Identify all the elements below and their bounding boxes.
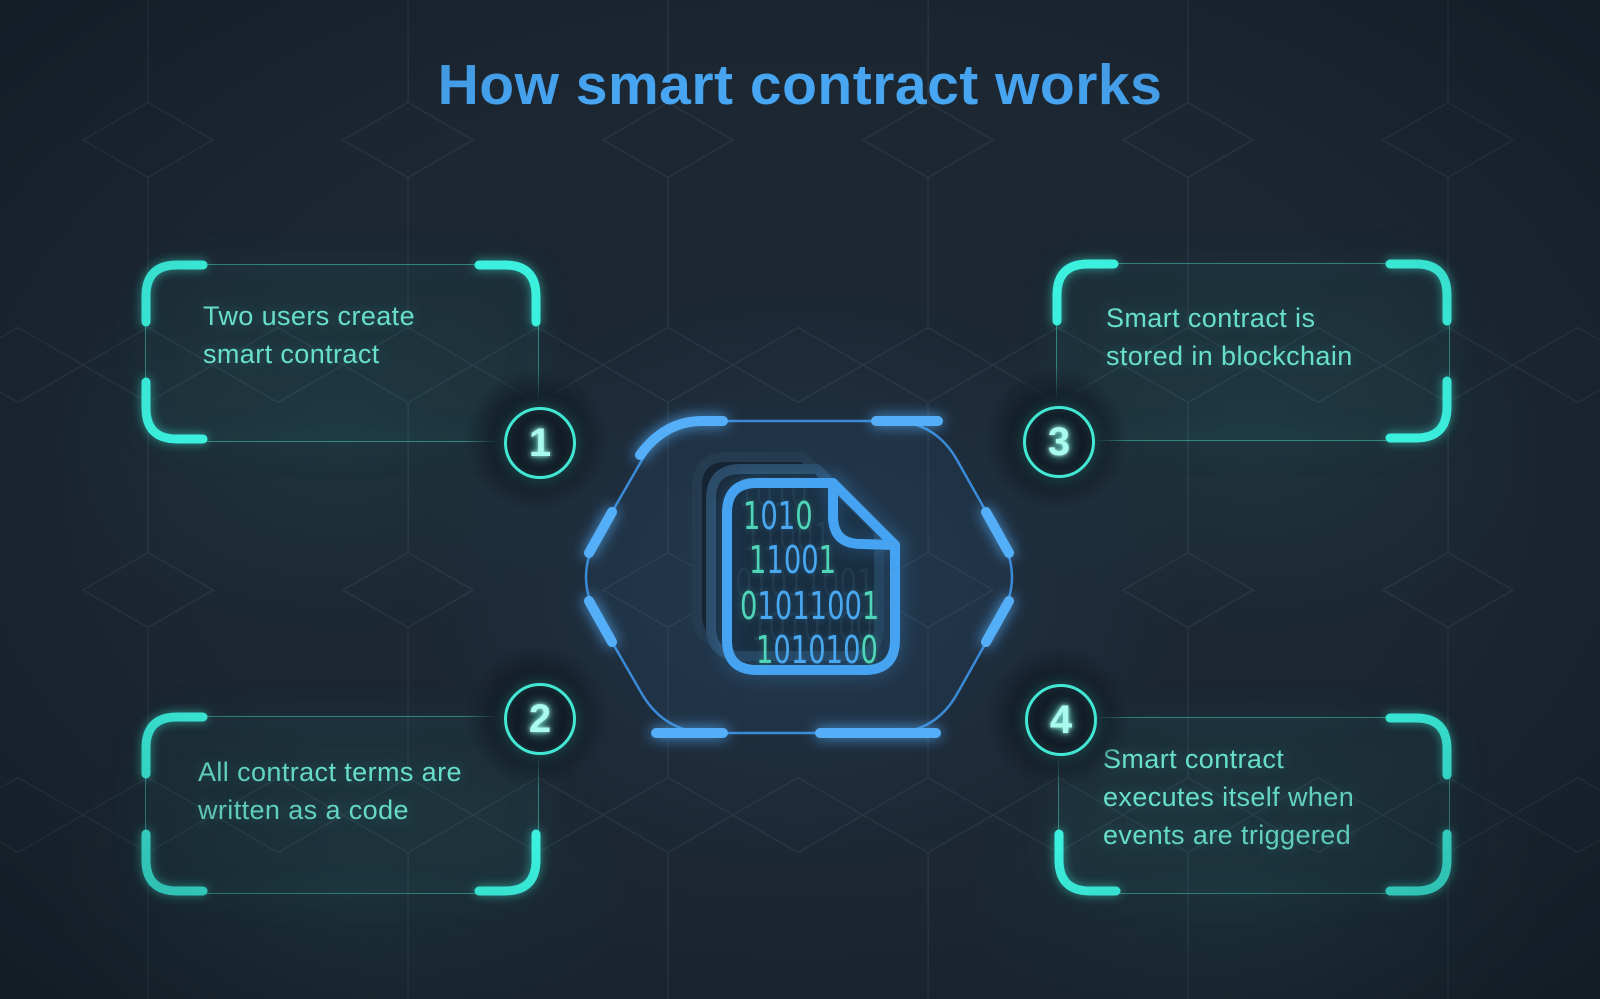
step-2-badge: 2 xyxy=(504,683,576,755)
binary-ghost-row: 11001 xyxy=(744,515,831,560)
step-2-text: All contract terms are written as a code xyxy=(198,757,462,825)
step-1-text: Two users create smart contract xyxy=(203,301,415,369)
step-4-text: Smart contract executes itself when even… xyxy=(1103,744,1355,850)
binary-ghost-row: 1010100 xyxy=(751,605,873,650)
corner-brackets xyxy=(141,260,540,443)
step-3-badge: 3 xyxy=(1023,406,1095,478)
step-4-badge: 4 xyxy=(1025,684,1097,756)
corner-brackets xyxy=(1054,713,1451,895)
document-fold-corner xyxy=(828,478,900,550)
binary-code-row: 01011001 xyxy=(740,584,880,628)
hexagon-glow-dashes xyxy=(584,416,1014,738)
binary-code-row: 1010 xyxy=(743,494,813,538)
page-title: How smart contract works xyxy=(437,53,1163,117)
corner-brackets xyxy=(141,712,540,895)
step-3-text: Smart contract is stored in blockchain xyxy=(1106,303,1353,371)
corner-brackets xyxy=(1052,259,1451,442)
step-1-badge: 1 xyxy=(504,407,576,479)
binary-code-row: 11001 xyxy=(749,538,837,582)
binary-code-row: 1010100 xyxy=(756,628,878,672)
binary-ghost-row: 01011001 xyxy=(735,561,874,606)
